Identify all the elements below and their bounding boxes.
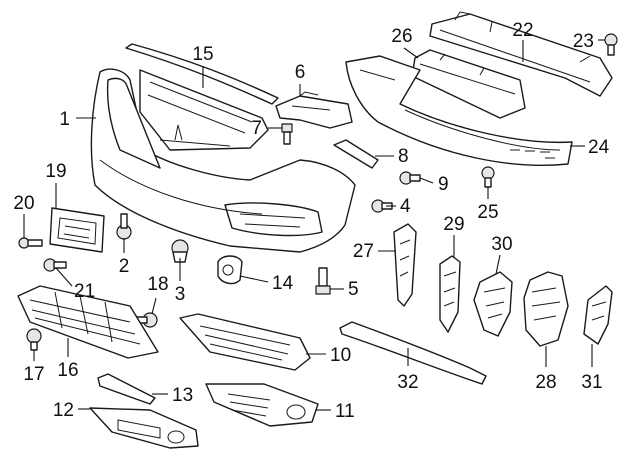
callout-7: 7 [251,118,262,139]
callout-2: 2 [119,256,130,277]
part-20-bolt [18,237,43,249]
part-28-side-bracket [523,271,569,347]
callout-32: 32 [397,372,418,393]
part-23-bolt [604,33,618,56]
part-12-fog-garnish-left [89,407,199,449]
callout-9: 9 [438,174,449,195]
callout-26: 26 [391,26,412,47]
callout-8: 8 [398,146,409,167]
callout-5: 5 [348,279,359,300]
callout-30: 30 [491,234,512,255]
part-5-bolt [315,267,331,295]
callout-12: 12 [53,400,74,421]
part-11-fog-garnish-right [205,383,319,427]
callout-13: 13 [172,385,193,406]
part-32-lower-spoiler [339,321,487,385]
callout-17: 17 [23,364,44,385]
callout-19: 19 [45,161,66,182]
part-7-clip [281,123,293,145]
part-6-bracket [275,91,353,129]
callout-28: 28 [535,372,556,393]
callout-25: 25 [477,202,498,223]
part-22-upper-beam [429,11,613,97]
callout-31: 31 [581,372,602,393]
callout-24: 24 [588,137,610,158]
callout-14: 14 [272,273,294,294]
callout-3: 3 [175,284,186,305]
part-21-screw [43,258,67,272]
part-31-side-bracket [583,285,613,345]
callout-6: 6 [295,62,306,83]
part-8-bracket [333,139,379,169]
part-16-lower-grille [17,285,159,359]
part-3-retainer [171,239,189,263]
part-19-license-bracket [49,207,105,253]
part-14-sensor [217,255,243,285]
callout-18: 18 [147,274,168,295]
leader-lines [23,39,605,411]
callout-20: 20 [13,193,34,214]
callout-1: 1 [59,109,70,130]
callout-labels: 1 2 3 4 5 6 7 8 9 10 11 12 13 14 15 16 1… [13,20,609,422]
part-25-bolt [481,166,495,188]
callout-22: 22 [512,20,533,41]
part-1-bumper-cover [90,68,356,253]
callout-27: 27 [353,241,374,262]
callout-15: 15 [192,44,213,65]
callout-10: 10 [330,345,351,366]
part-2-clip [116,213,132,240]
callout-16: 16 [57,360,78,381]
part-29-side-bracket [439,255,461,333]
callout-11: 11 [335,401,355,422]
part-13-cover [97,373,156,405]
callout-29: 29 [443,214,464,235]
callout-23: 23 [573,31,594,52]
part-30-side-bracket [473,271,513,337]
callout-4: 4 [400,196,411,217]
part-9-bolt [399,171,421,185]
part-27-side-bracket [393,223,417,307]
part-17-clip [26,328,42,351]
part-15-molding [125,43,279,105]
callout-21: 21 [74,281,95,302]
part-24-reinforcement-beam [345,55,573,166]
part-10-fog-grille [179,313,311,371]
